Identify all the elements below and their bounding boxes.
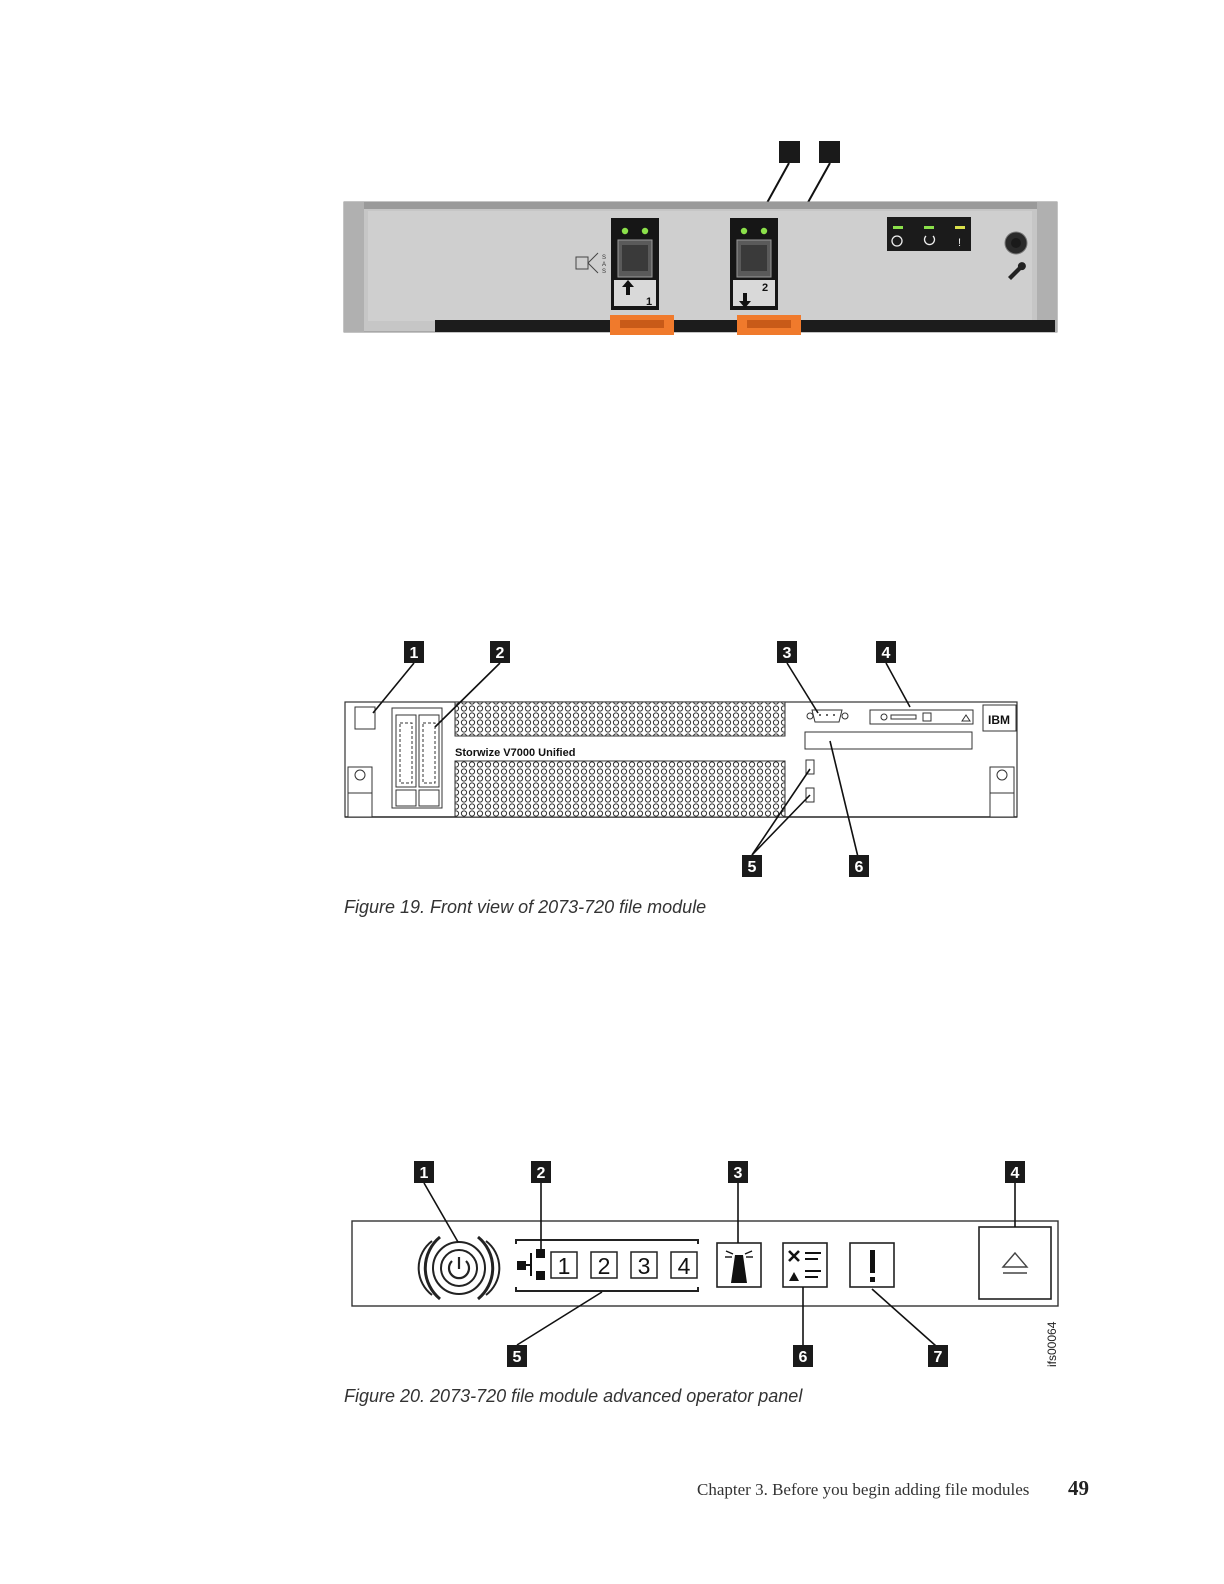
port-1-label: 1 — [646, 296, 652, 308]
svg-text:IBM: IBM — [988, 713, 1010, 727]
figure-20-caption: Figure 20. 2073-720 file module advanced… — [344, 1386, 802, 1407]
svg-text:2: 2 — [598, 1253, 611, 1279]
top-air-vent — [455, 702, 785, 736]
callout-box-blank-1 — [779, 141, 800, 163]
callout-3: 3 — [728, 1161, 748, 1183]
callout-6: 6 — [849, 855, 869, 877]
svg-text:6: 6 — [855, 859, 864, 876]
callout-5: 5 — [507, 1345, 527, 1367]
check-log-icon[interactable] — [783, 1243, 827, 1287]
callout-4: 4 — [1005, 1161, 1025, 1183]
page-number: 49 — [1068, 1476, 1089, 1501]
callout-2: 2 — [531, 1161, 551, 1183]
callout-box-blank-2 — [819, 141, 840, 163]
svg-text:1: 1 — [558, 1253, 571, 1279]
port-1-led-left — [622, 228, 628, 234]
svg-text:5: 5 — [513, 1349, 522, 1366]
svg-text:1: 1 — [410, 645, 419, 662]
svg-text:6: 6 — [799, 1349, 808, 1366]
sas-port-2[interactable]: 2 — [730, 218, 778, 310]
figure-sas-module-rear: S A S 1 2 ! — [340, 135, 1065, 340]
svg-text:7: 7 — [934, 1349, 943, 1366]
port-2-label: 2 — [762, 282, 768, 294]
chapter-footer: Chapter 3. Before you begin adding file … — [697, 1480, 1029, 1500]
fault-status-icon: ! — [958, 237, 961, 249]
svg-text:4: 4 — [882, 645, 891, 662]
bottom-air-vent — [455, 761, 785, 817]
port-2-led-right — [761, 228, 767, 234]
brand-label: Storwize V7000 Unified — [455, 747, 575, 759]
hard-disk-drive-bays[interactable] — [392, 708, 442, 808]
operator-information-panel[interactable] — [870, 710, 973, 724]
svg-text:1: 1 — [420, 1165, 429, 1182]
figure-19-front-view: 1 2 3 4 Storwize V7000 Unified — [340, 635, 1030, 885]
callout-5: 5 — [742, 855, 762, 877]
figure-20-operator-panel: 1 2 3 4 1 2 — [340, 1155, 1070, 1375]
locator-icon[interactable] — [717, 1243, 761, 1287]
svg-text:2: 2 — [496, 645, 505, 662]
callout-6: 6 — [793, 1345, 813, 1367]
callout-2: 2 — [490, 641, 510, 663]
eject-icon[interactable] — [979, 1227, 1051, 1299]
callout-1: 1 — [414, 1161, 434, 1183]
svg-text:3: 3 — [783, 645, 792, 662]
svg-text:2: 2 — [537, 1165, 546, 1182]
optical-drive-bay[interactable] — [805, 732, 972, 749]
figure-19-caption: Figure 19. Front view of 2073-720 file m… — [344, 897, 706, 918]
port-1-led-right — [642, 228, 648, 234]
svg-text:5: 5 — [748, 859, 757, 876]
callout-4: 4 — [876, 641, 896, 663]
callout-7: 7 — [928, 1345, 948, 1367]
callout-3: 3 — [777, 641, 797, 663]
system-error-icon[interactable] — [850, 1243, 894, 1287]
status-led-panel: ! — [887, 217, 971, 251]
svg-text:3: 3 — [638, 1253, 651, 1279]
svg-text:S: S — [602, 269, 606, 275]
svg-text:3: 3 — [734, 1165, 743, 1182]
callout-1: 1 — [404, 641, 424, 663]
image-id-label: ifs00064 — [1045, 1321, 1059, 1367]
svg-text:A: A — [602, 262, 606, 268]
svg-text:4: 4 — [1011, 1165, 1020, 1182]
svg-text:4: 4 — [678, 1253, 691, 1279]
sas-port-1[interactable]: 1 — [611, 218, 659, 310]
svg-text:S: S — [602, 255, 606, 261]
ibm-logo: IBM — [983, 705, 1016, 731]
port-2-led-left — [741, 228, 747, 234]
power-button-housing[interactable] — [355, 707, 375, 729]
